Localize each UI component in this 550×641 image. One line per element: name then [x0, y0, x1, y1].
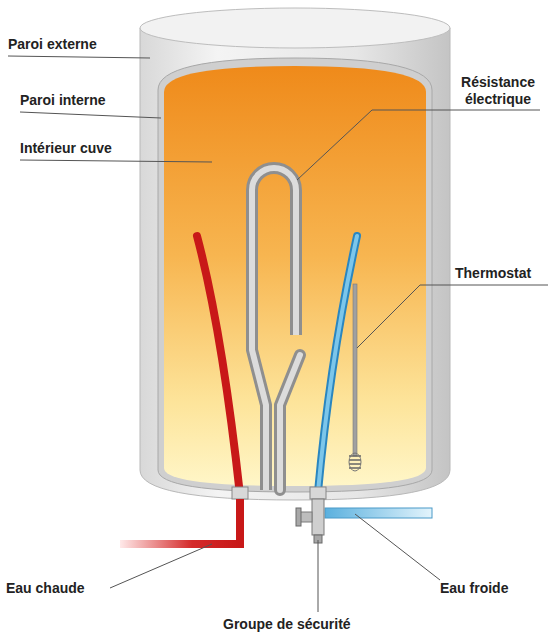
- thermostat-probe: [349, 284, 361, 471]
- leader-lines: [8, 56, 548, 612]
- inner-tank: [158, 58, 432, 492]
- part-label: Paroi interne: [20, 92, 106, 109]
- part-label: Eau froide: [440, 580, 508, 597]
- hot-water-pipe: [120, 236, 248, 544]
- safety-valve: [296, 499, 324, 543]
- cold-water-pipe: [310, 236, 432, 518]
- part-label: Groupe de sécurité: [223, 616, 351, 633]
- part-label: Eau chaude: [6, 580, 85, 597]
- outer-wall: [140, 8, 450, 500]
- part-label: Thermostat: [455, 265, 531, 282]
- part-label: Intérieur cuve: [20, 140, 112, 157]
- heating-element: [252, 168, 300, 490]
- part-label: Paroi externe: [8, 36, 97, 53]
- part-label: Résistance électrique: [450, 74, 546, 108]
